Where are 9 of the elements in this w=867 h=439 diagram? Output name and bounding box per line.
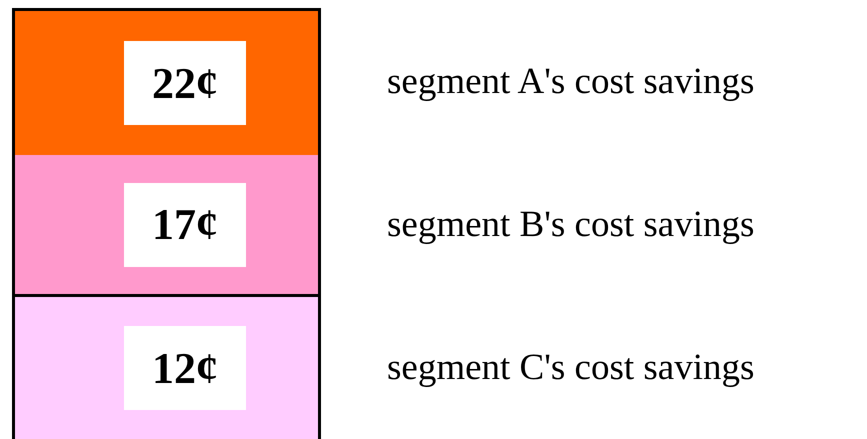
segment-caption: segment B's cost savings	[387, 206, 754, 242]
segment-caption: segment A's cost savings	[387, 62, 754, 100]
value-label: 17¢	[124, 182, 246, 266]
segment-band	[12, 8, 321, 158]
segment-band	[12, 155, 321, 297]
segment-band	[12, 297, 321, 439]
segment-caption: segment C's cost savings	[387, 349, 754, 386]
value-label: 12¢	[124, 326, 246, 410]
value-label: 22¢	[124, 41, 246, 125]
